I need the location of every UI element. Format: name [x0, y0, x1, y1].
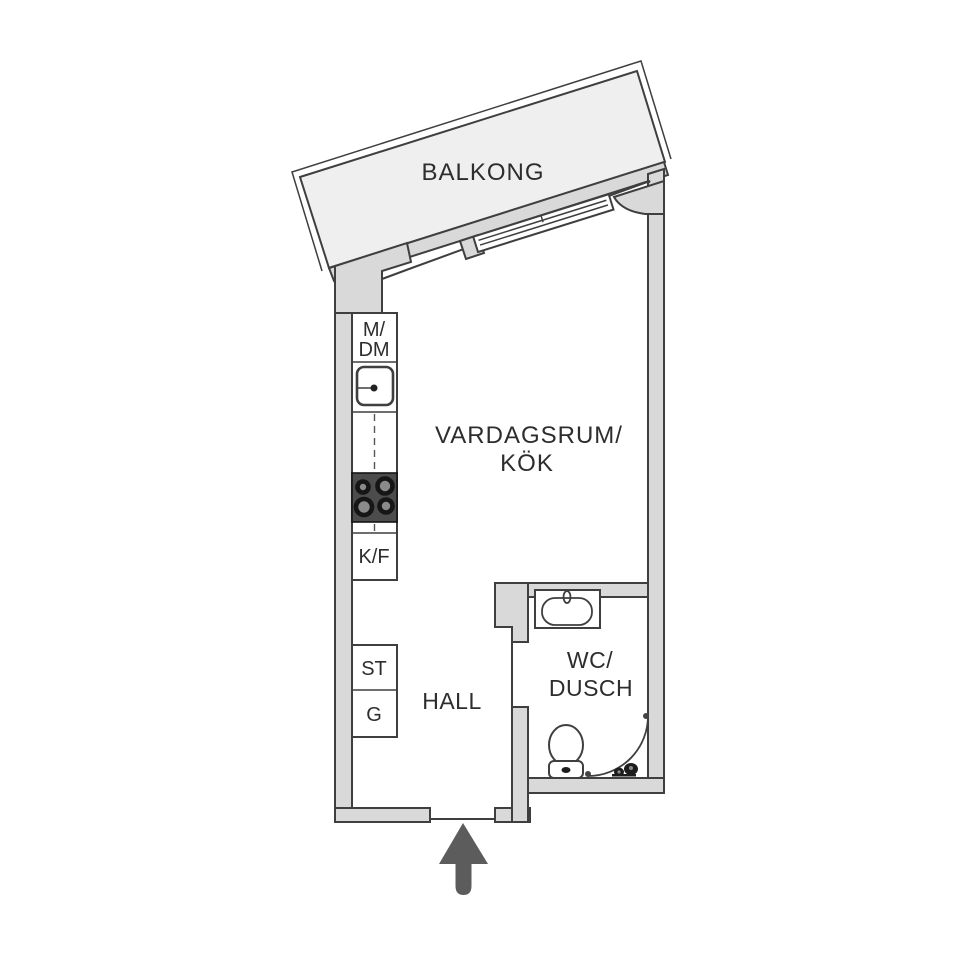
burner-icon — [353, 496, 375, 518]
living-kitchen-label-line2: KÖK — [500, 450, 554, 477]
floor-drain-icon — [612, 763, 638, 777]
burner-icon — [355, 479, 371, 495]
living-kitchen-label-line1: VARDAGSRUM/ — [435, 422, 623, 449]
sliding-door — [471, 193, 615, 254]
wc-fixtures — [534, 589, 649, 779]
shower-screen-arc — [585, 713, 649, 777]
kitchen-units — [351, 312, 398, 581]
toilet-icon — [548, 724, 584, 779]
burner-icon — [377, 497, 395, 515]
burner-icon — [375, 476, 395, 496]
closet-st-label: ST — [361, 658, 387, 680]
kitchen-column — [351, 312, 398, 581]
wall-left — [334, 269, 353, 823]
balcony-label: BALKONG — [421, 159, 544, 186]
wall-wc-left — [511, 706, 529, 823]
balcony-outer-frame — [291, 60, 672, 272]
room-living-kitchen-hall — [351, 180, 651, 820]
kitchen-sink-icon — [355, 365, 395, 407]
hall-label: HALL — [422, 688, 482, 714]
wall-bottom-left — [334, 807, 431, 823]
wc-label-line1: WC/ — [567, 647, 613, 673]
closet-g-label: G — [366, 704, 382, 726]
wall-wc-bottom — [527, 777, 665, 794]
dishwasher-label-line1: M/ — [363, 319, 386, 341]
hall-closets — [351, 644, 398, 738]
cooktop-icon — [351, 472, 398, 523]
room-wc-shower — [511, 596, 649, 779]
wall-right — [647, 167, 665, 794]
wall-balcony-door-right-chunk — [612, 179, 665, 215]
labels: BALKONG VARDAGSRUM/ KÖK WC/ DUSCH HALL M… — [358, 159, 633, 726]
wc-label-line2: DUSCH — [549, 675, 633, 701]
dishwasher-label-line2: DM — [358, 339, 389, 361]
fridge-freezer-label: K/F — [358, 546, 389, 568]
wall-top-band — [327, 160, 670, 283]
entry-arrow-icon — [439, 823, 488, 895]
closet-st — [351, 644, 398, 738]
washbasin-icon — [534, 589, 601, 629]
